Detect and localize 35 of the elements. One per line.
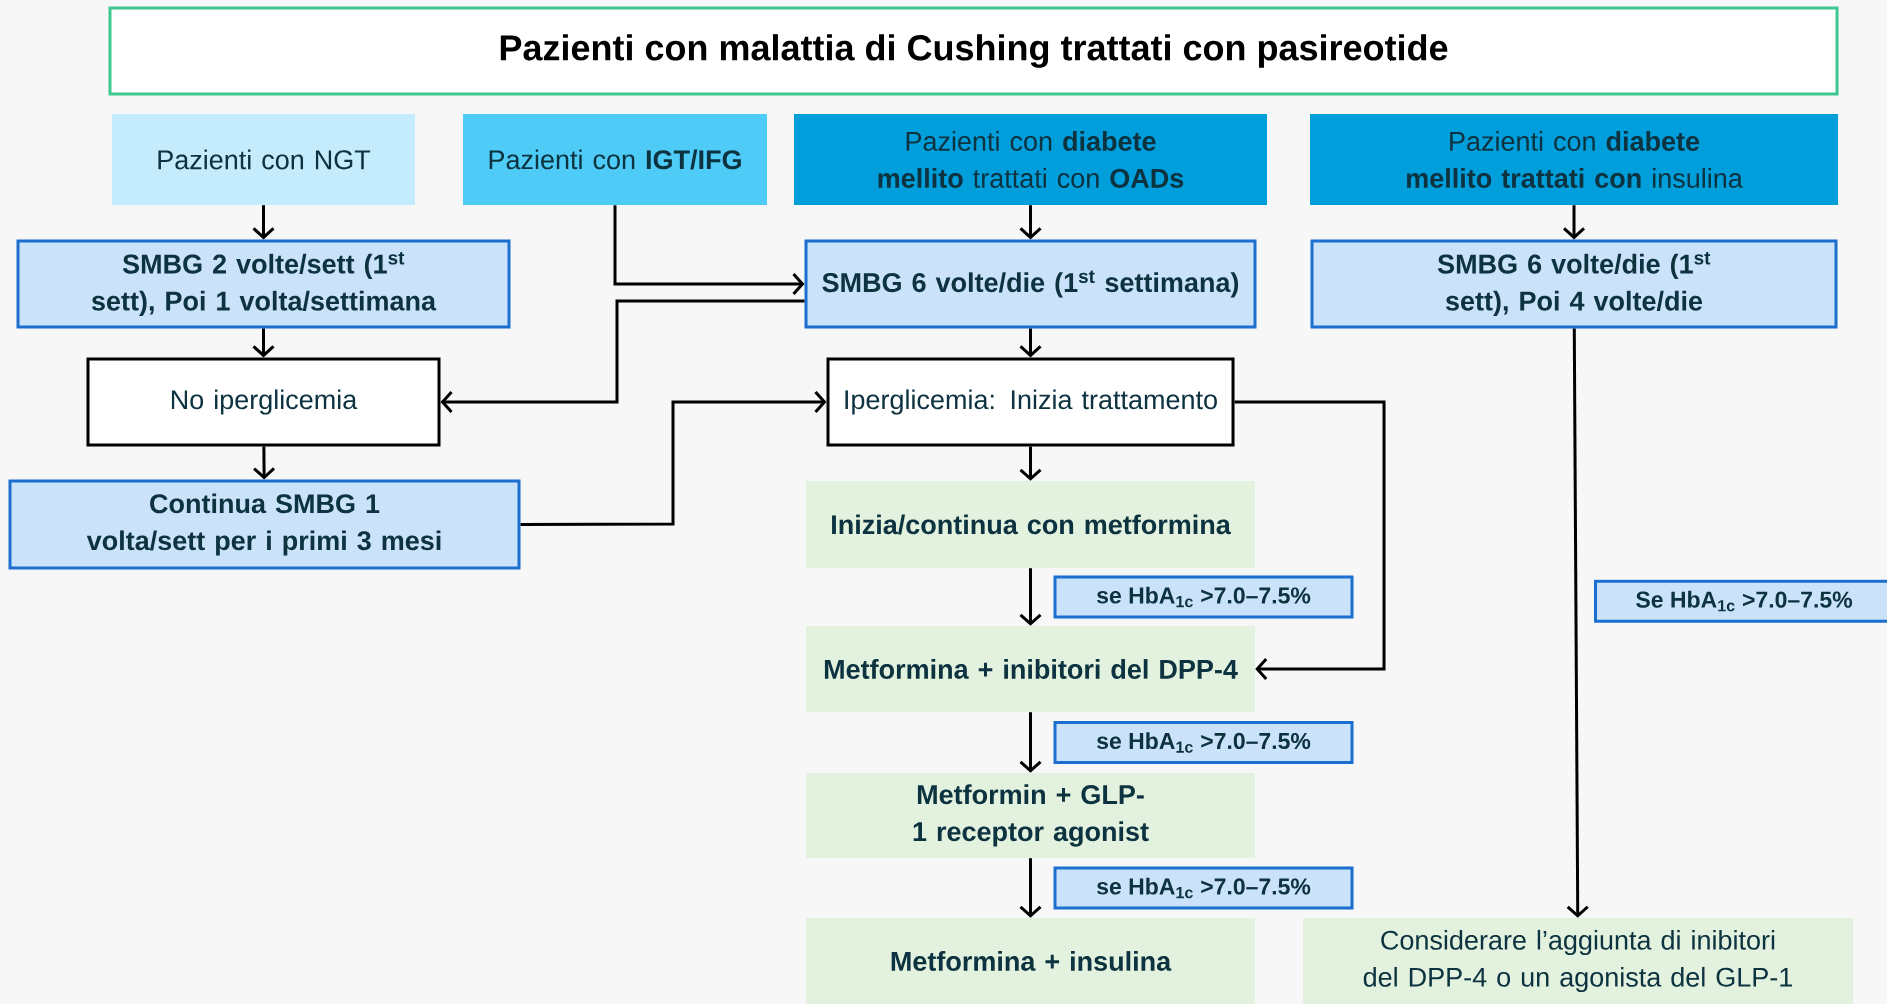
process-box: SMBG 6 volte/die (1$^{st}$ settimana) (804, 239, 1257, 329)
treatment-box: Inizia/continua con metformina (806, 481, 1255, 568)
edge-label: se HbA$_{1c}$ >7.0–7.5% (1053, 721, 1354, 764)
process-box: SMBG 2 volte/sett (1$^{st}$ sett), Poi 1 volta/settimana (16, 239, 511, 329)
arrow (1019, 328, 1042, 358)
treatment-box: Metformina + insulina (806, 918, 1255, 1004)
treatment-box: Metformina + inibitori del DPP-4 (806, 626, 1255, 712)
arrow (253, 446, 276, 480)
edge-label: se HbA$_{1c}$ >7.0–7.5% (1053, 575, 1354, 619)
category-box: Pazienti con IGT/IFG (463, 114, 767, 205)
treatment-box: Considerare l’aggiunta di inibitori del DPP-4 o un agonista del GLP-1 (1303, 918, 1853, 1004)
edge-label: Se HbA$_{1c}$ >7.0–7.5% (1594, 579, 1887, 623)
arrow (1234, 400, 1386, 680)
arrow (1566, 328, 1589, 918)
arrow (1019, 712, 1042, 773)
title-box: Pazienti con malattia di Cushing trattati con pasireotide (108, 6, 1839, 96)
arrow (252, 328, 275, 358)
process-box: SMBG 6 volte/die (1$^{st}$ sett), Poi 4 volte/die (1310, 239, 1838, 329)
arrow (613, 205, 805, 295)
arrow (252, 205, 275, 240)
arrow (1019, 446, 1042, 481)
arrow (1019, 205, 1042, 240)
edge-label: se HbA$_{1c}$ >7.0–7.5% (1053, 866, 1354, 910)
arrow (1563, 205, 1586, 240)
category-box: Pazienti con diabete mellito trattati con insulina (1310, 114, 1838, 205)
arrow (1019, 568, 1042, 626)
arrow (440, 299, 805, 413)
treatment-box: Metformin + GLP-1 receptor agonist (806, 773, 1255, 858)
arrow (520, 391, 827, 526)
category-box: Pazienti con NGT (112, 114, 415, 205)
category-box: Pazienti con diabete mellito trattati con OADs (794, 114, 1267, 205)
process-box: Continua SMBG 1 volta/sett per i primi 3 mesi (8, 479, 521, 570)
outcome-box: Iperglicemia: Inizia trattamento (826, 357, 1235, 447)
arrow (1019, 858, 1042, 918)
outcome-box: No iperglicemia (86, 357, 441, 447)
